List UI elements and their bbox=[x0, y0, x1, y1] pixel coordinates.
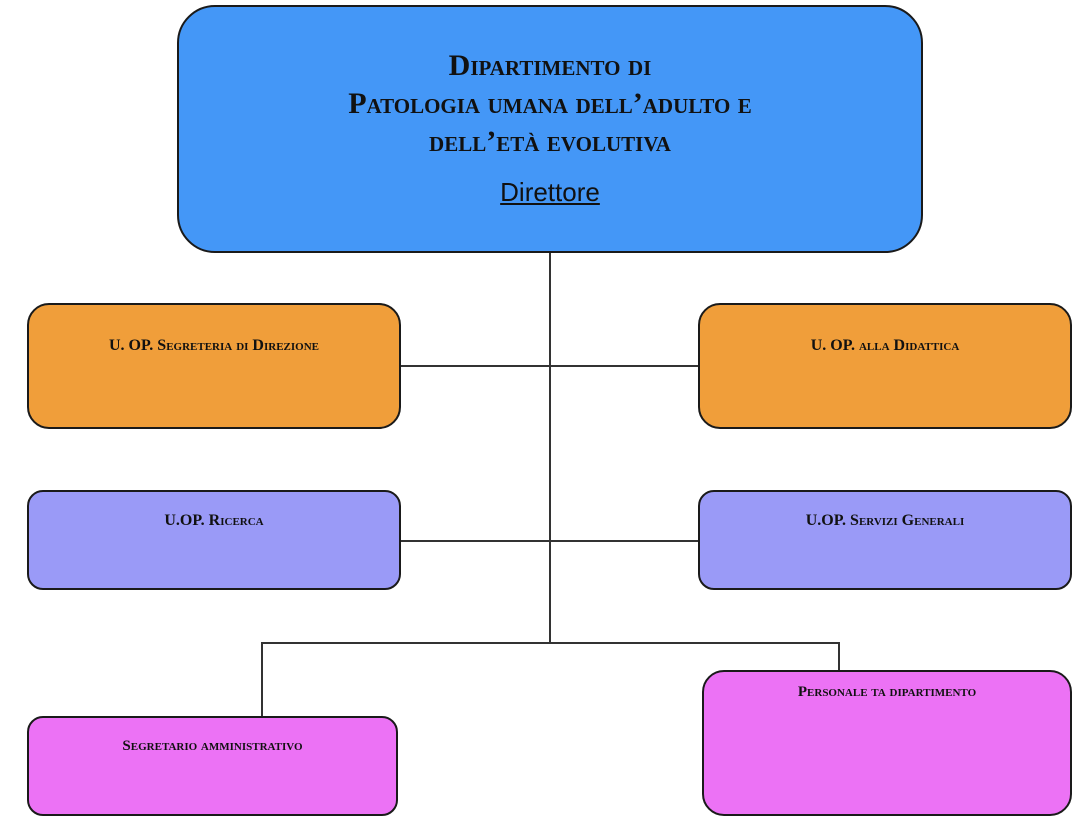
connector-bottom-bar bbox=[261, 642, 839, 644]
unit-didattica: U. OP. alla Didattica bbox=[698, 303, 1072, 429]
department-box: Dipartimento di Patologia umana dell’adu… bbox=[177, 5, 923, 253]
department-title: Dipartimento di Patologia umana dell’adu… bbox=[179, 47, 921, 161]
unit-label: U.OP. Ricerca bbox=[164, 512, 264, 529]
unit-personale-ta: Personale ta dipartimento bbox=[702, 670, 1072, 816]
title-line-3: dell’età evolutiva bbox=[429, 125, 671, 158]
connector-bottom-right bbox=[838, 642, 840, 671]
unit-servizi-generali: U.OP. Servizi Generali bbox=[698, 490, 1072, 590]
unit-segretario-amministrativo: Segretario amministrativo bbox=[27, 716, 398, 816]
connector-bottom-left bbox=[261, 642, 263, 717]
title-line-1: Dipartimento di bbox=[448, 49, 652, 82]
title-line-2: Patologia umana dell’adulto e bbox=[348, 87, 752, 120]
unit-label: U.OP. Servizi Generali bbox=[805, 512, 965, 529]
director-link[interactable]: Direttore bbox=[500, 177, 600, 207]
unit-label: Segretario amministrativo bbox=[122, 738, 303, 754]
connector-trunk bbox=[549, 252, 551, 642]
unit-label: U. OP. alla Didattica bbox=[810, 337, 960, 354]
connector-row1 bbox=[400, 365, 698, 367]
unit-label: U. OP. Segreteria di Direzione bbox=[108, 337, 319, 354]
connector-row2 bbox=[400, 540, 698, 542]
unit-ricerca: U.OP. Ricerca bbox=[27, 490, 401, 590]
unit-label: Personale ta dipartimento bbox=[797, 684, 977, 700]
unit-segreteria-direzione: U. OP. Segreteria di Direzione bbox=[27, 303, 401, 429]
